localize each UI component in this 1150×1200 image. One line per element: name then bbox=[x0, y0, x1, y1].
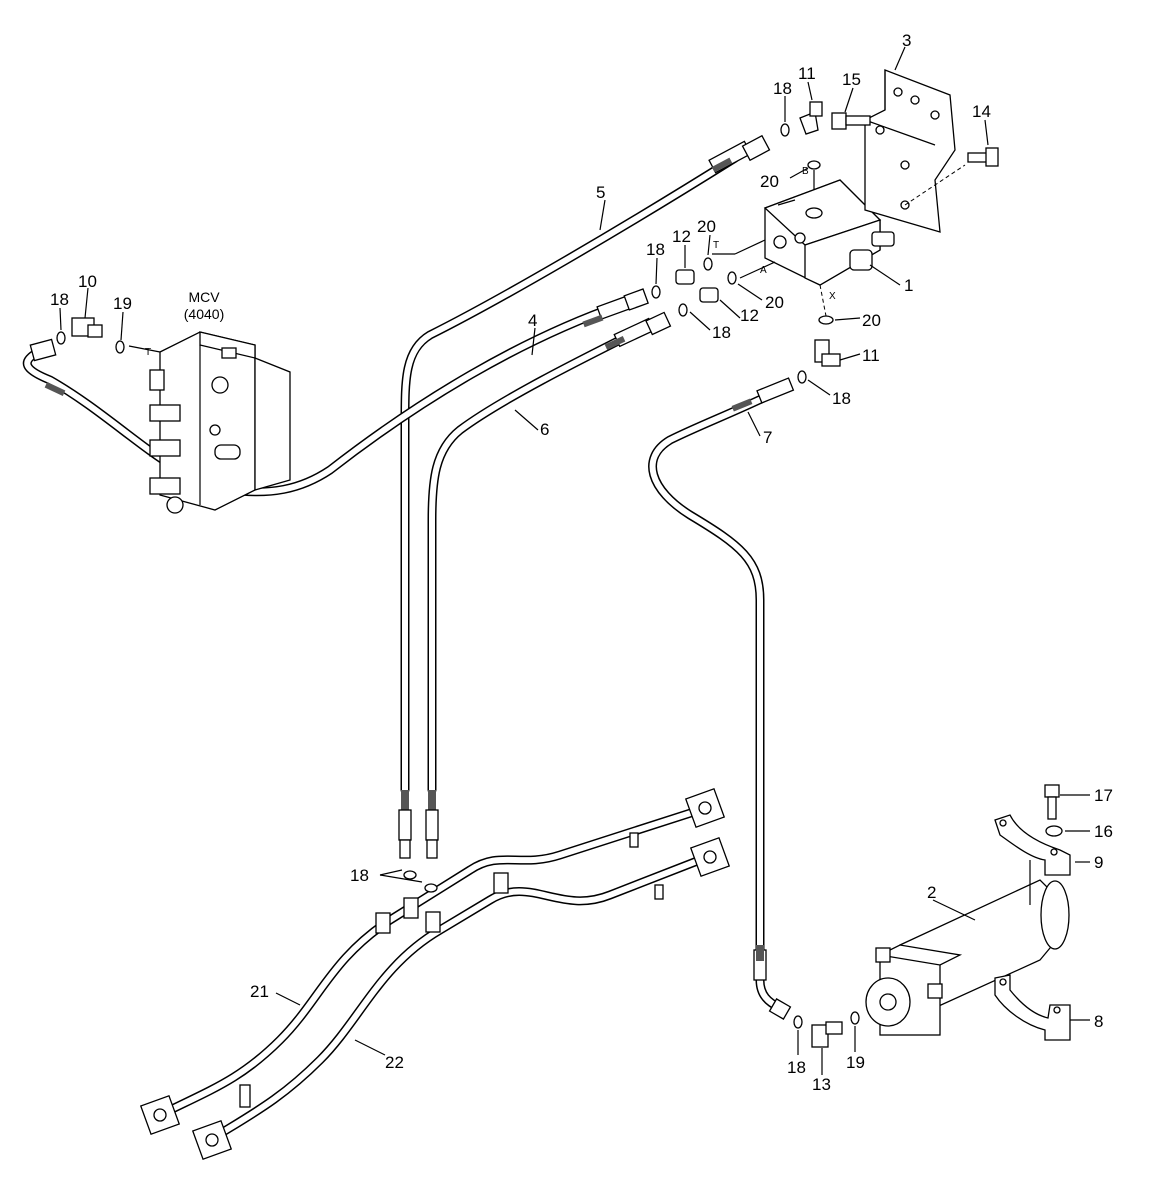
callout-6: 6 bbox=[540, 420, 549, 439]
callout-11-upper: 11 bbox=[798, 64, 816, 83]
callout-20-t: 20 bbox=[697, 217, 716, 236]
upper-clamp bbox=[994, 814, 1071, 876]
port-label-t-mcv: T bbox=[145, 347, 151, 358]
callout-9: 9 bbox=[1094, 853, 1103, 872]
mcv-title: MCV bbox=[188, 289, 220, 305]
callout-19-cylinder: 19 bbox=[846, 1053, 865, 1072]
hose-5 bbox=[400, 134, 771, 795]
callout-21: 21 bbox=[250, 982, 269, 1001]
bracket bbox=[864, 69, 966, 233]
callout-18-hose-end: 18 bbox=[350, 866, 369, 885]
callout-7: 7 bbox=[763, 428, 772, 447]
callout-11-lower: 11 bbox=[862, 346, 880, 365]
port-labels: T T A B X bbox=[145, 166, 836, 358]
callout-18-top: 18 bbox=[773, 79, 792, 98]
hose-7 bbox=[648, 377, 795, 1020]
callout-18-mcv: 18 bbox=[50, 290, 69, 309]
mcv-label: MCV (4040) bbox=[184, 289, 224, 322]
callout-13: 13 bbox=[812, 1075, 831, 1094]
port-leaders bbox=[128, 170, 827, 353]
callout-20-x: 20 bbox=[862, 311, 881, 330]
callout-19-mcv: 19 bbox=[113, 294, 132, 313]
port-label-a: A bbox=[760, 265, 767, 276]
callout-4: 4 bbox=[528, 311, 537, 330]
callout-17: 17 bbox=[1094, 786, 1113, 805]
hose-ends-lower bbox=[398, 790, 439, 859]
callouts: 1 2 3 4 5 6 7 8 9 10 11 11 12 12 13 14 1… bbox=[50, 31, 1113, 1094]
valve-block bbox=[763, 179, 895, 286]
mcv-code: (4040) bbox=[184, 306, 224, 322]
hose-6 bbox=[427, 311, 672, 795]
callout-5: 5 bbox=[596, 183, 605, 202]
callout-12-lower: 12 bbox=[740, 306, 759, 325]
callout-8: 8 bbox=[1094, 1012, 1103, 1031]
pipe-fittings bbox=[375, 872, 509, 934]
callout-18-mid: 18 bbox=[646, 240, 665, 259]
pipe-22 bbox=[191, 836, 731, 1161]
port-label-b: B bbox=[802, 166, 809, 177]
callout-18-elbow: 18 bbox=[832, 389, 851, 408]
callout-10: 10 bbox=[78, 272, 97, 291]
pipe-21 bbox=[139, 787, 726, 1136]
callout-20-a: 20 bbox=[765, 293, 784, 312]
callout-18-right: 18 bbox=[712, 323, 731, 342]
callout-20-b: 20 bbox=[760, 172, 779, 191]
o-rings bbox=[56, 123, 860, 1029]
port-label-x: X bbox=[829, 291, 836, 302]
main-control-valve bbox=[149, 331, 291, 514]
callout-3: 3 bbox=[902, 31, 911, 50]
callout-14: 14 bbox=[972, 102, 991, 121]
leader-lines bbox=[59, 46, 1090, 1075]
callout-2: 2 bbox=[927, 883, 936, 902]
callout-15: 15 bbox=[842, 70, 861, 89]
cylinder bbox=[865, 879, 1070, 1036]
lower-clamp bbox=[994, 974, 1071, 1041]
port-label-t-valve: T bbox=[713, 240, 719, 251]
callout-12-upper: 12 bbox=[672, 227, 691, 246]
callout-18-cylinder: 18 bbox=[787, 1058, 806, 1077]
callout-16: 16 bbox=[1094, 822, 1113, 841]
fittings bbox=[71, 101, 1063, 1048]
callout-1: 1 bbox=[904, 276, 913, 295]
hose-4 bbox=[22, 288, 649, 497]
callout-22: 22 bbox=[385, 1053, 404, 1072]
